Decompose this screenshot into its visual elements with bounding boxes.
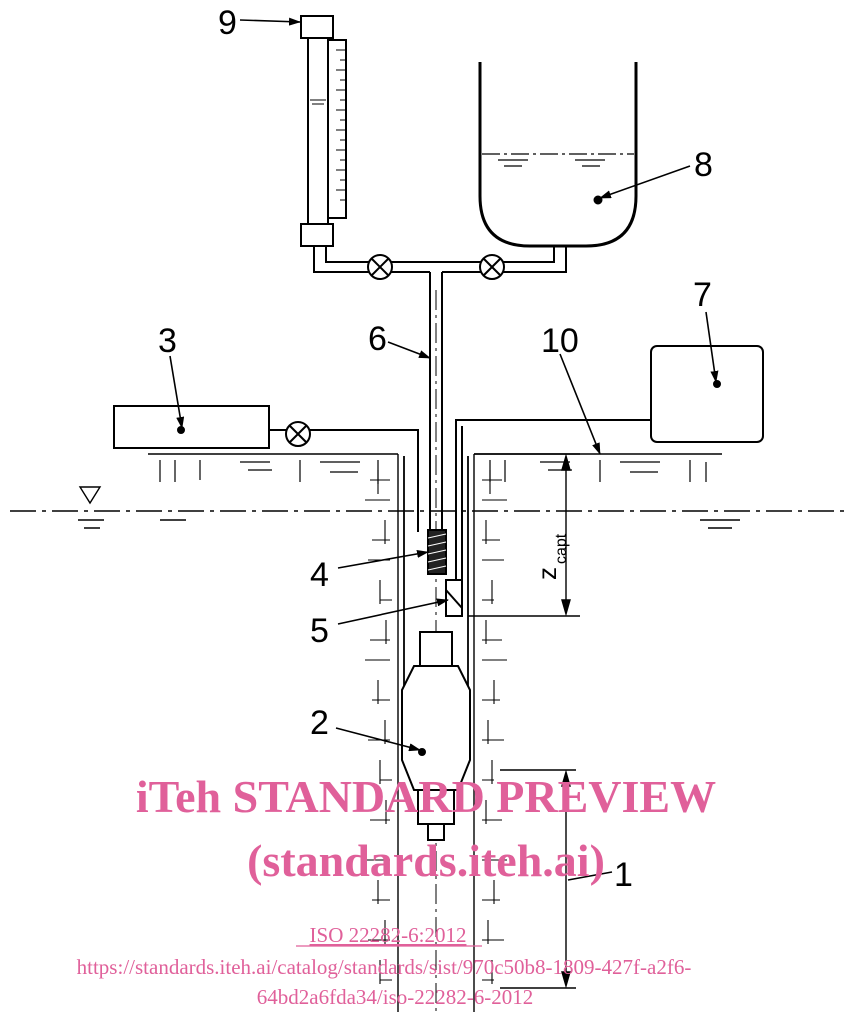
label-6: 6 xyxy=(368,320,387,358)
label-8: 8 xyxy=(694,146,713,184)
leader-lines xyxy=(169,17,719,881)
borehole xyxy=(365,454,507,1012)
watermark-url-cont: 64bd2a6fda34/iso-22282-6-2012 xyxy=(257,985,533,1009)
zcapt-sub: capt xyxy=(553,533,570,564)
filter-4 xyxy=(427,529,447,575)
label-5: 5 xyxy=(310,612,329,650)
transducer-5 xyxy=(445,579,463,617)
zcapt-label: z capt xyxy=(532,533,570,580)
label-10: 10 xyxy=(541,322,579,360)
label-4: 4 xyxy=(310,556,329,594)
water-table xyxy=(10,486,846,529)
data-logger xyxy=(455,345,764,580)
watermark: iTeh STANDARD PREVIEW (standards.iteh.ai… xyxy=(77,771,716,1009)
valve-pressure xyxy=(285,421,311,447)
valve-left xyxy=(367,254,393,280)
supply-line xyxy=(313,246,567,273)
watermark-title: iTeh STANDARD PREVIEW xyxy=(136,771,716,822)
zcapt-z: z xyxy=(532,567,562,580)
label-9: 9 xyxy=(218,4,237,42)
packer-2 xyxy=(401,631,471,841)
dimension-test-length xyxy=(500,769,576,989)
label-3: 3 xyxy=(158,322,177,360)
valve-right xyxy=(479,254,505,280)
ground-surface xyxy=(148,453,722,484)
tank xyxy=(478,62,638,248)
label-7: 7 xyxy=(693,276,712,314)
watermark-url: https://standards.iteh.ai/catalog/standa… xyxy=(77,955,692,979)
watermark-subtitle: (standards.iteh.ai) xyxy=(247,835,605,886)
label-1: 1 xyxy=(614,856,633,894)
rod-6 xyxy=(429,272,443,532)
label-2: 2 xyxy=(310,704,329,742)
flowmeter xyxy=(300,15,347,247)
watermark-iso: ISO 22282-6:2012 xyxy=(310,923,467,947)
dimension-zcapt xyxy=(468,453,580,617)
